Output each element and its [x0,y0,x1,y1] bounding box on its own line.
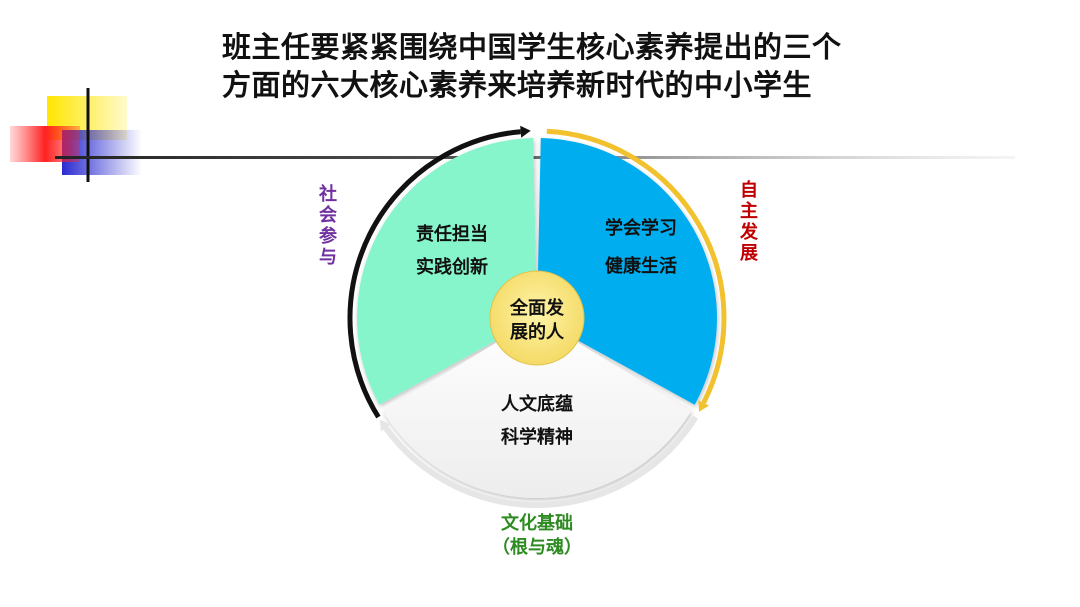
center-label-line-1: 全面发 [509,297,565,319]
label-culture: 文化基础 （根与魂） [492,512,582,558]
arrow-head-self [698,400,709,412]
label-culture-line-2: （根与魂） [492,536,582,558]
segment-culture-text-1: 人文底蕴 [501,393,573,415]
segment-self-text-2: 健康生活 [605,255,677,277]
center-circle [489,270,585,366]
segment-social-text-2: 实践创新 [416,256,488,278]
label-social-char-2: 会 [319,204,337,226]
label-social-char-4: 与 [319,247,337,268]
center-label-line-2: 展的人 [510,321,565,343]
title-line-2: 方面的六大核心素养来培养新时代的中小学生 [222,68,813,102]
arrow-head-social [520,125,531,138]
segment-self [537,138,717,405]
label-self-char-1: 自 [740,179,758,201]
arrow-arc-culture [383,415,699,509]
title-line-1: 班主任要紧紧围绕中国学生核心素养提出的三个 [222,30,842,64]
label-social: 社 会 参 与 [319,183,338,268]
label-self-char-2: 主 [740,200,758,222]
label-culture-line-1: 文化基础 [501,512,573,534]
segment-social-text-1: 责任担当 [416,223,488,245]
segment-self-text-1: 学会学习 [605,217,677,239]
label-self-char-3: 发 [739,221,759,243]
segment-culture-text-2: 科学精神 [501,426,573,448]
label-social-char-3: 参 [319,225,338,247]
arrow-arc-self [546,128,727,405]
label-social-char-1: 社 [319,183,337,205]
segment-social [357,138,537,405]
arrow-head-culture [379,419,391,432]
arrow-arc-social [347,129,521,419]
label-self-char-4: 展 [740,243,759,264]
segment-culture [383,318,691,499]
page-title: 班主任要紧紧围绕中国学生核心素养提出的三个 方面的六大核心素养来培养新时代的中小… [222,28,842,104]
label-self: 自 主 发 展 [739,179,759,264]
